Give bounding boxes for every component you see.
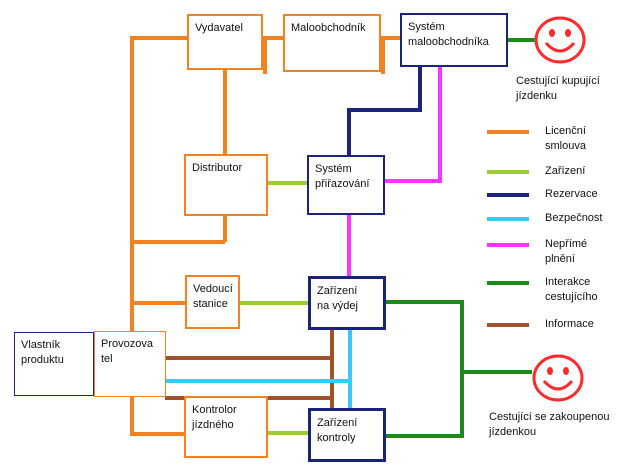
node-vlastnik-produktu: Vlastník produktu xyxy=(14,332,94,396)
node-provozovatel: Provozova tel xyxy=(94,331,166,397)
smiley-face-icon xyxy=(534,16,586,64)
node-kontrolor-jizdneho: Kontrolor jízdného xyxy=(184,396,268,458)
actor-buying-label: Cestující kupující jízdenku xyxy=(516,75,600,102)
legend-swatch xyxy=(487,323,529,327)
actor-holding-label: Cestující se zakoupenou jízdenkou xyxy=(489,411,610,438)
node-distributor: Distributor xyxy=(184,154,268,216)
node-zarizeni-kontroly: Zařízení kontroly xyxy=(308,408,386,462)
legend-swatch xyxy=(487,130,529,134)
indirect-lines xyxy=(347,66,442,277)
reservation-lines xyxy=(347,66,422,155)
legend-swatch xyxy=(487,217,529,221)
legend-swatch xyxy=(487,170,529,174)
node-vedouci-stanice: Vedoucí stanice xyxy=(185,275,240,329)
node-vydavatel: Vydavatel xyxy=(187,14,263,70)
equipment-lines xyxy=(239,181,309,435)
node-maloobchodnik: Maloobchodník xyxy=(283,14,381,72)
legend-swatch xyxy=(487,193,529,197)
security-lines xyxy=(165,330,352,412)
node-system-maloobchodnika: Systém maloobchodníka xyxy=(400,13,508,67)
node-system-prirazovani: Systém přiřazování xyxy=(307,155,385,215)
node-zarizeni-vydej: Zařízení na výdej xyxy=(308,276,386,330)
legend-swatch xyxy=(487,281,529,285)
legend-swatch xyxy=(487,243,529,247)
smiley-face-icon xyxy=(532,354,584,402)
